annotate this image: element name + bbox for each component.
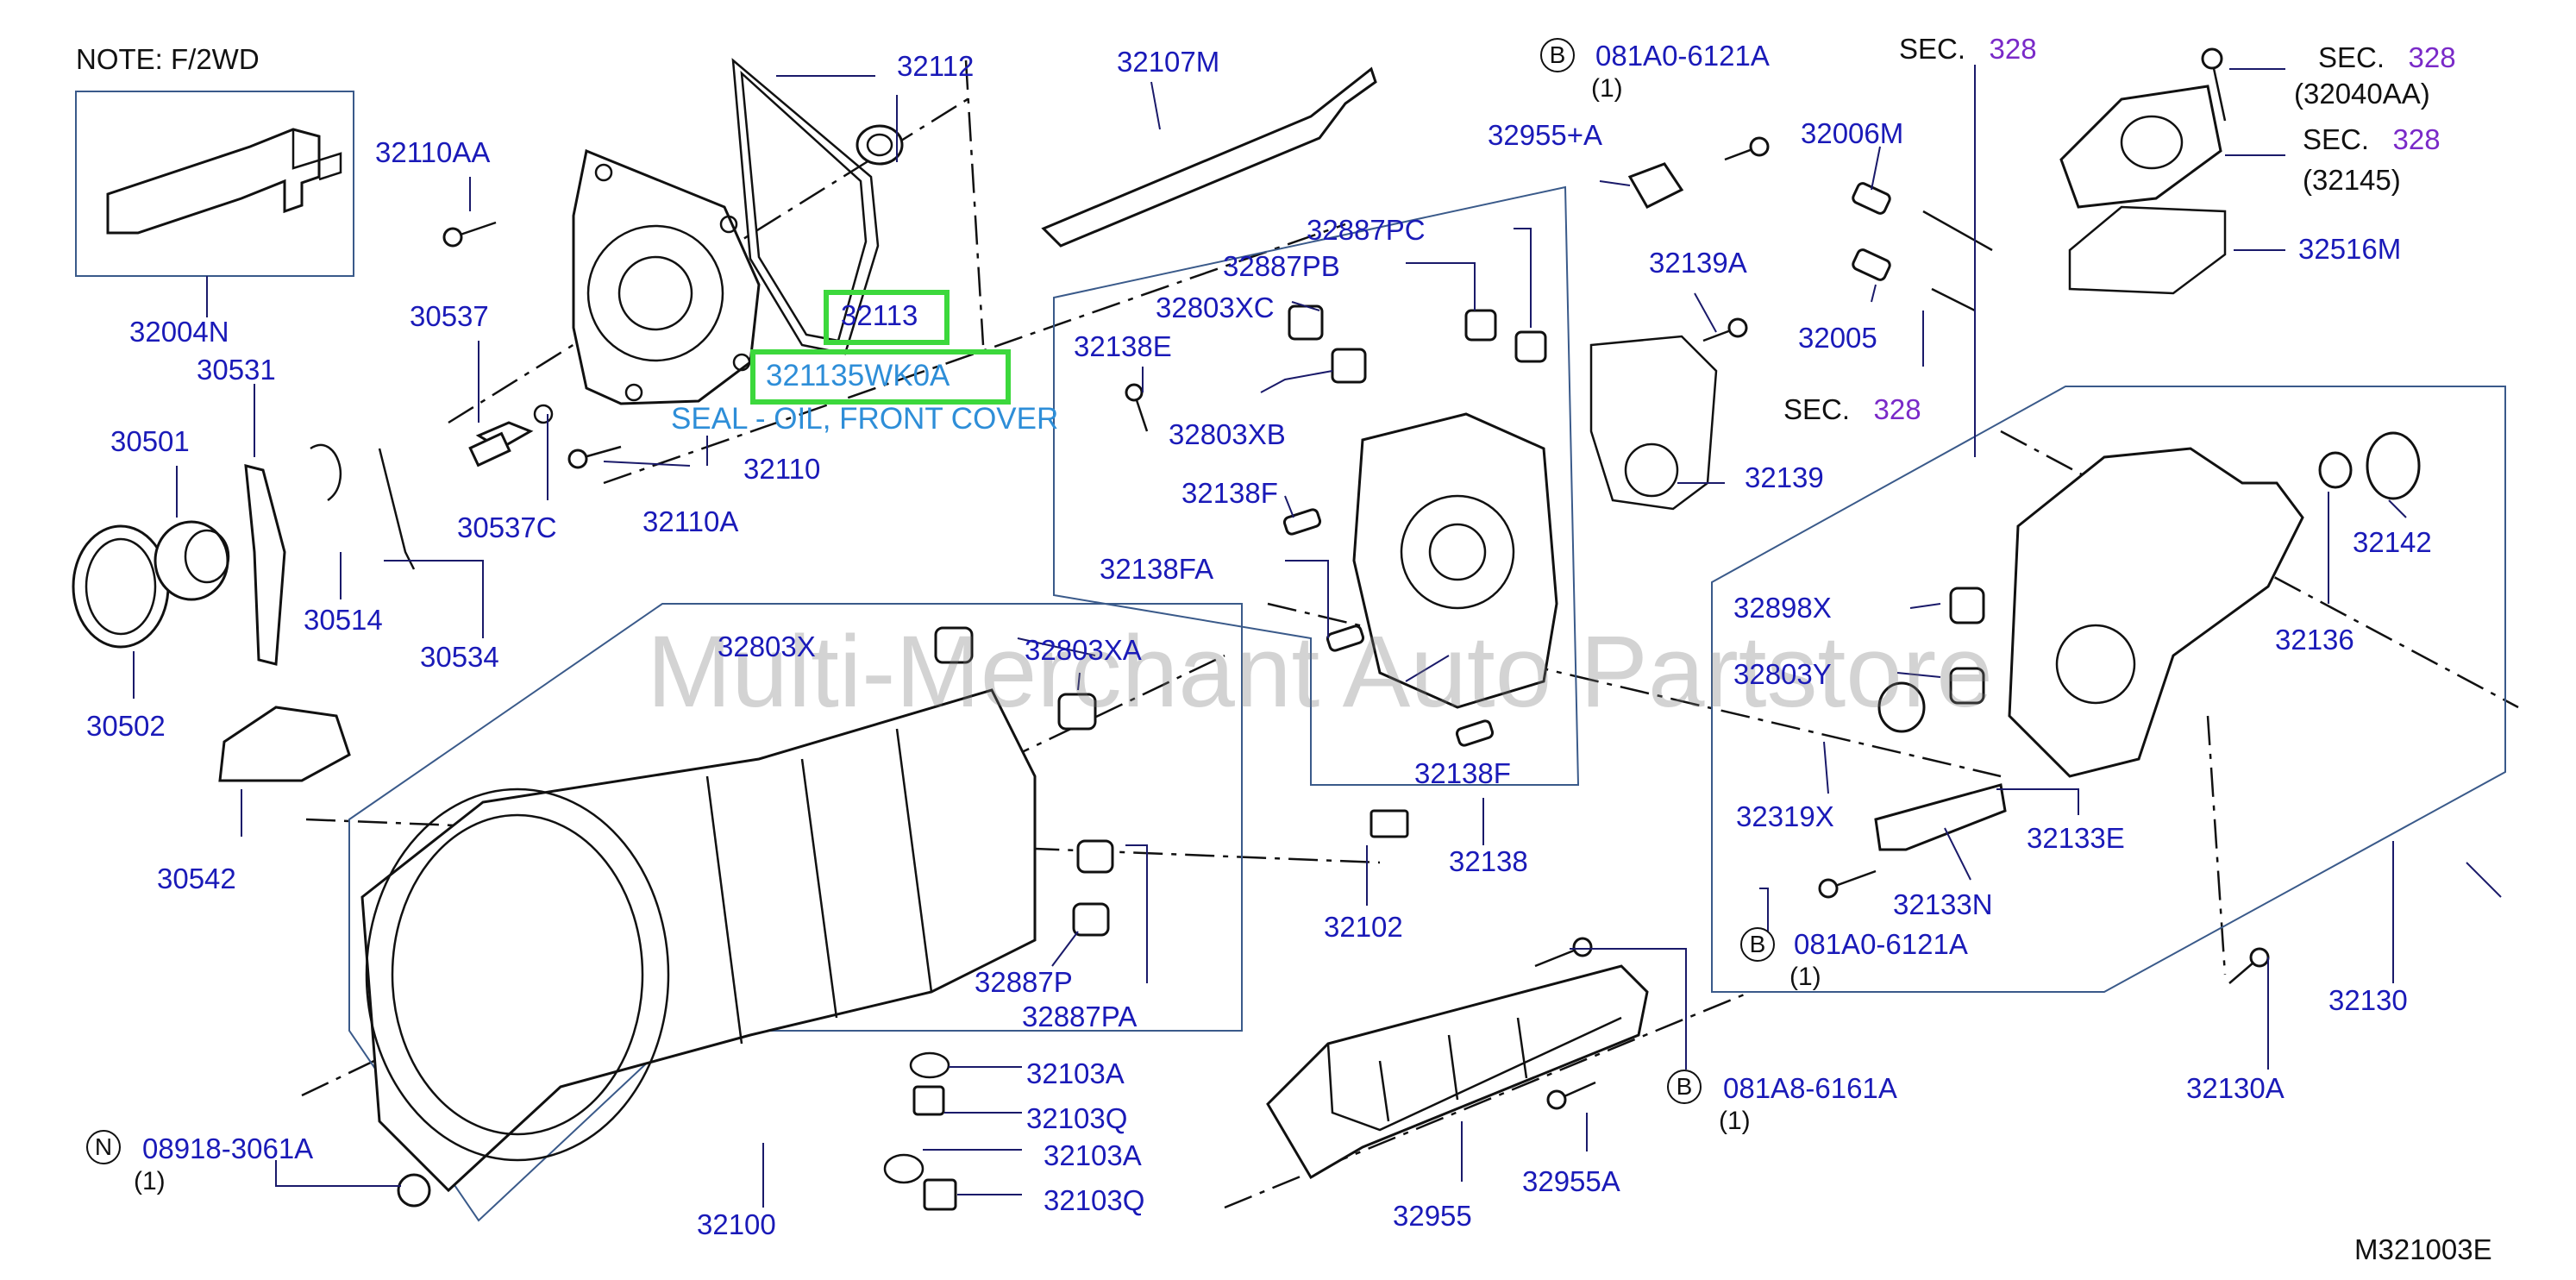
- part-label[interactable]: 32133N: [1893, 888, 1993, 920]
- part-label[interactable]: 32103A: [1044, 1139, 1142, 1171]
- part-label[interactable]: 30501: [110, 425, 190, 457]
- part-label[interactable]: 32803XB: [1169, 418, 1286, 450]
- part-label[interactable]: 32006M: [1801, 117, 1904, 149]
- part-label[interactable]: 32955A: [1522, 1165, 1620, 1197]
- diagram-code: M321003E: [2354, 1233, 2492, 1265]
- part-label[interactable]: 32103Q: [1026, 1102, 1128, 1134]
- oil-seal-part: [856, 124, 904, 166]
- part-label[interactable]: 32138F: [1181, 477, 1278, 509]
- badge-n-icon: N: [86, 1130, 121, 1164]
- note-text: NOTE: F/2WD: [76, 43, 260, 75]
- part-label[interactable]: 32107M: [1117, 46, 1220, 78]
- front-cover-part: [572, 148, 761, 405]
- callout-part-number[interactable]: 08918-3061A: [142, 1133, 314, 1164]
- part-label[interactable]: 32138FA: [1100, 553, 1214, 585]
- highlight-box-part: [824, 290, 950, 345]
- part-label[interactable]: 30514: [304, 604, 383, 636]
- part-label[interactable]: 32110A: [642, 505, 739, 537]
- highlight-description: SEAL - OIL, FRONT COVER: [671, 402, 1059, 436]
- callout-part-number[interactable]: 081A8-6161A: [1723, 1072, 1897, 1104]
- rod-part: [1041, 66, 1377, 248]
- highlight-box-replacement: [750, 349, 1011, 405]
- part-label[interactable]: 30502: [86, 710, 166, 742]
- bracket-frame: [75, 91, 354, 277]
- part-label[interactable]: 30534: [420, 641, 499, 673]
- badge-b-icon: B: [1667, 1070, 1702, 1104]
- release-parts: [72, 404, 554, 782]
- part-label[interactable]: 30542: [157, 863, 236, 894]
- callout-qty: (1): [1591, 74, 1623, 103]
- part-label[interactable]: 32803XC: [1156, 292, 1275, 323]
- callout-qty: (1): [1719, 1107, 1751, 1135]
- callout-part-number[interactable]: 081A0-6121A: [1595, 40, 1770, 72]
- extension-housing-part: [1874, 431, 2421, 851]
- badge-b-icon: B: [1740, 927, 1775, 962]
- part-label[interactable]: 30537C: [457, 511, 557, 543]
- section-reference[interactable]: SEC. 328: [2318, 41, 2456, 73]
- gasket-32139-part: [1589, 335, 1718, 511]
- adapter-frame: [1053, 185, 1580, 786]
- part-label[interactable]: 32887PB: [1223, 250, 1340, 282]
- part-label[interactable]: 32887PA: [1022, 1001, 1138, 1032]
- part-label[interactable]: 32130: [2328, 984, 2408, 1016]
- highlight-replacement-number[interactable]: 321135WK0A: [766, 359, 950, 392]
- leader-lines: [133, 65, 2502, 1208]
- part-label[interactable]: 32136: [2275, 624, 2354, 656]
- extension-frame: [1711, 386, 2506, 993]
- part-label[interactable]: 32004N: [129, 316, 229, 348]
- upper-right-parts: [1627, 85, 2227, 312]
- part-label[interactable]: 30531: [197, 354, 276, 386]
- part-label[interactable]: 32803X: [718, 631, 816, 662]
- part-label[interactable]: 32319X: [1736, 800, 1834, 832]
- part-label[interactable]: 32139A: [1649, 247, 1747, 279]
- part-label[interactable]: 32139: [1745, 461, 1824, 493]
- part-label[interactable]: 32110: [743, 453, 821, 485]
- oil-pan-part: [1266, 964, 1649, 1180]
- highlight-part-number[interactable]: 32113: [841, 299, 918, 331]
- section-reference[interactable]: SEC. 328: [2303, 123, 2441, 155]
- main-case-frame: [348, 603, 1243, 1222]
- bracket-part: [106, 128, 342, 235]
- part-label[interactable]: 32005: [1798, 322, 1877, 354]
- part-label[interactable]: 32133E: [2027, 822, 2125, 854]
- watermark-text: Multi-Merchant Auto Partstore: [647, 615, 1993, 729]
- section-reference[interactable]: SEC. 328: [1899, 33, 2037, 65]
- part-label[interactable]: 32803XA: [1025, 634, 1142, 666]
- part-label[interactable]: 30537: [410, 300, 489, 332]
- badge-b-icon: B: [1540, 38, 1575, 72]
- callout-part-number[interactable]: 081A0-6121A: [1794, 928, 1968, 960]
- part-label[interactable]: 32103A: [1026, 1057, 1125, 1089]
- part-label[interactable]: 32130A: [2186, 1072, 2285, 1104]
- section-reference[interactable]: SEC. 328: [1783, 393, 1921, 425]
- part-label[interactable]: 32516M: [2298, 233, 2402, 265]
- part-label[interactable]: 32803Y: [1733, 658, 1832, 690]
- main-case-part: [360, 626, 1114, 1193]
- part-label[interactable]: 32138F: [1414, 757, 1511, 789]
- part-label[interactable]: 32955+A: [1488, 119, 1603, 151]
- sub-reference: (32145): [2303, 164, 2401, 196]
- bolts: [442, 47, 2270, 1110]
- part-label[interactable]: 32887PC: [1307, 214, 1426, 246]
- part-label[interactable]: 32110AA: [375, 136, 491, 168]
- part-label[interactable]: 32887P: [975, 966, 1073, 998]
- part-label[interactable]: 32138E: [1074, 330, 1172, 362]
- part-label[interactable]: 32898X: [1733, 592, 1832, 624]
- part-label[interactable]: 32102: [1324, 911, 1403, 943]
- callout-qty: (1): [134, 1167, 166, 1195]
- group-frames: [75, 91, 2506, 1222]
- part-label[interactable]: 32955: [1393, 1200, 1472, 1232]
- callout-qty: (1): [1789, 963, 1821, 991]
- drain-plugs: [397, 1051, 957, 1211]
- part-label[interactable]: 32100: [697, 1208, 776, 1240]
- part-label[interactable]: 32103Q: [1044, 1184, 1145, 1216]
- sub-reference: (32040AA): [2294, 78, 2430, 110]
- part-label[interactable]: 32112: [897, 50, 975, 82]
- part-label[interactable]: 32138: [1449, 845, 1528, 877]
- part-label[interactable]: 32142: [2353, 526, 2432, 558]
